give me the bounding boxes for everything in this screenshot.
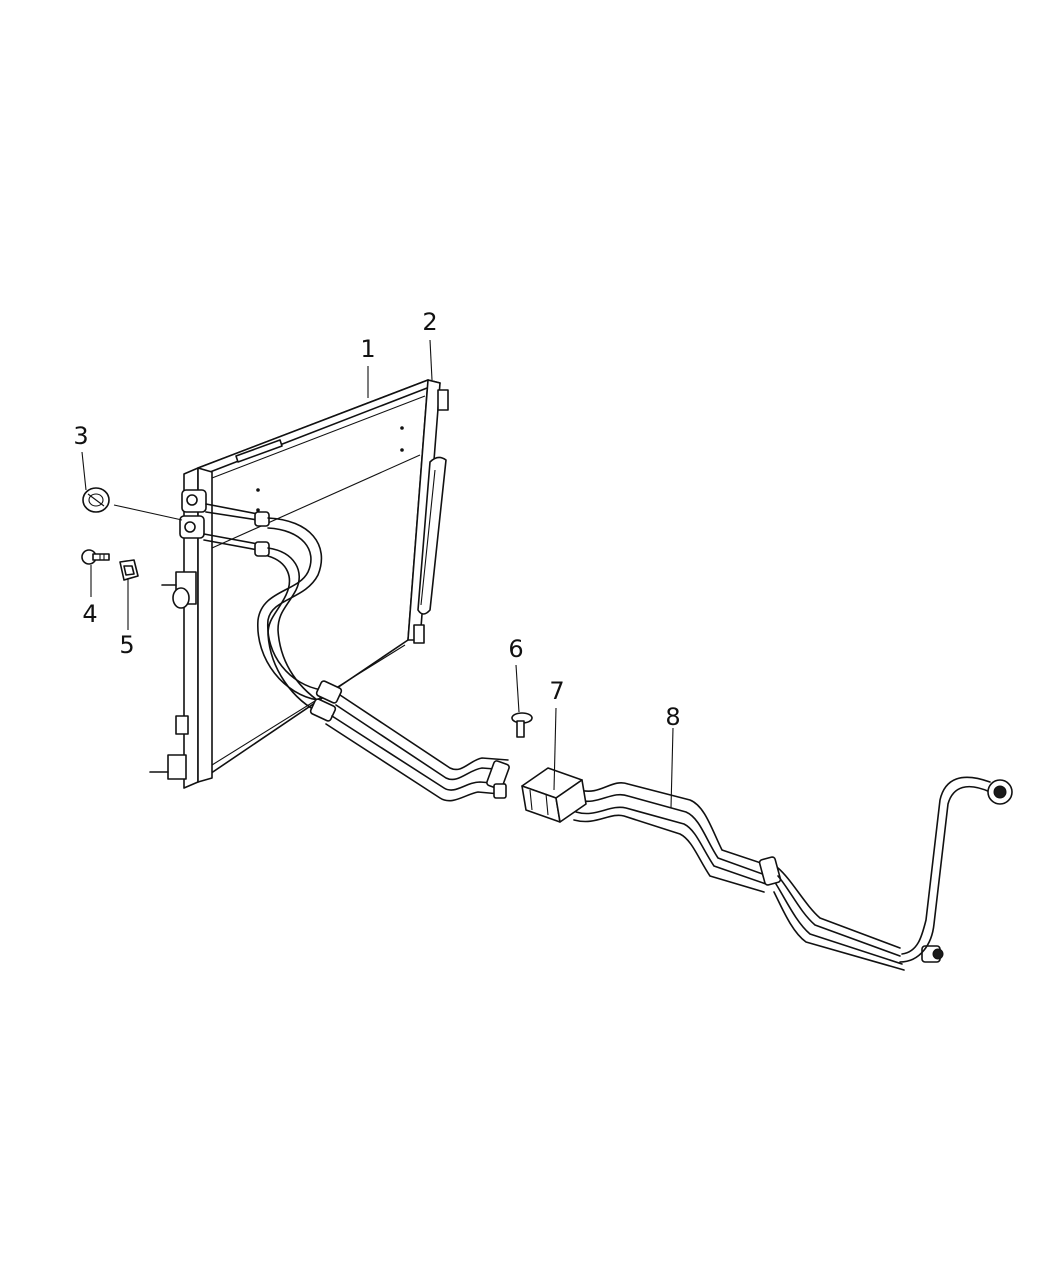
callout-4: 4 bbox=[82, 600, 98, 628]
callout-3: 3 bbox=[73, 422, 89, 450]
bolt-icon bbox=[81, 549, 110, 565]
callout-8: 8 bbox=[665, 703, 681, 731]
screw-icon bbox=[511, 712, 533, 738]
callout-7: 7 bbox=[549, 677, 565, 705]
condenser-icon bbox=[149, 379, 449, 789]
callout-1: 1 bbox=[360, 335, 376, 363]
block-icon bbox=[521, 767, 587, 823]
seal-icon bbox=[82, 487, 183, 521]
callout-2: 2 bbox=[422, 308, 438, 336]
leader-lines bbox=[81, 339, 674, 809]
callout-6: 6 bbox=[508, 635, 524, 663]
callout-5: 5 bbox=[119, 631, 135, 659]
line-assembly-icon bbox=[203, 503, 1013, 971]
nut-icon bbox=[119, 559, 139, 581]
